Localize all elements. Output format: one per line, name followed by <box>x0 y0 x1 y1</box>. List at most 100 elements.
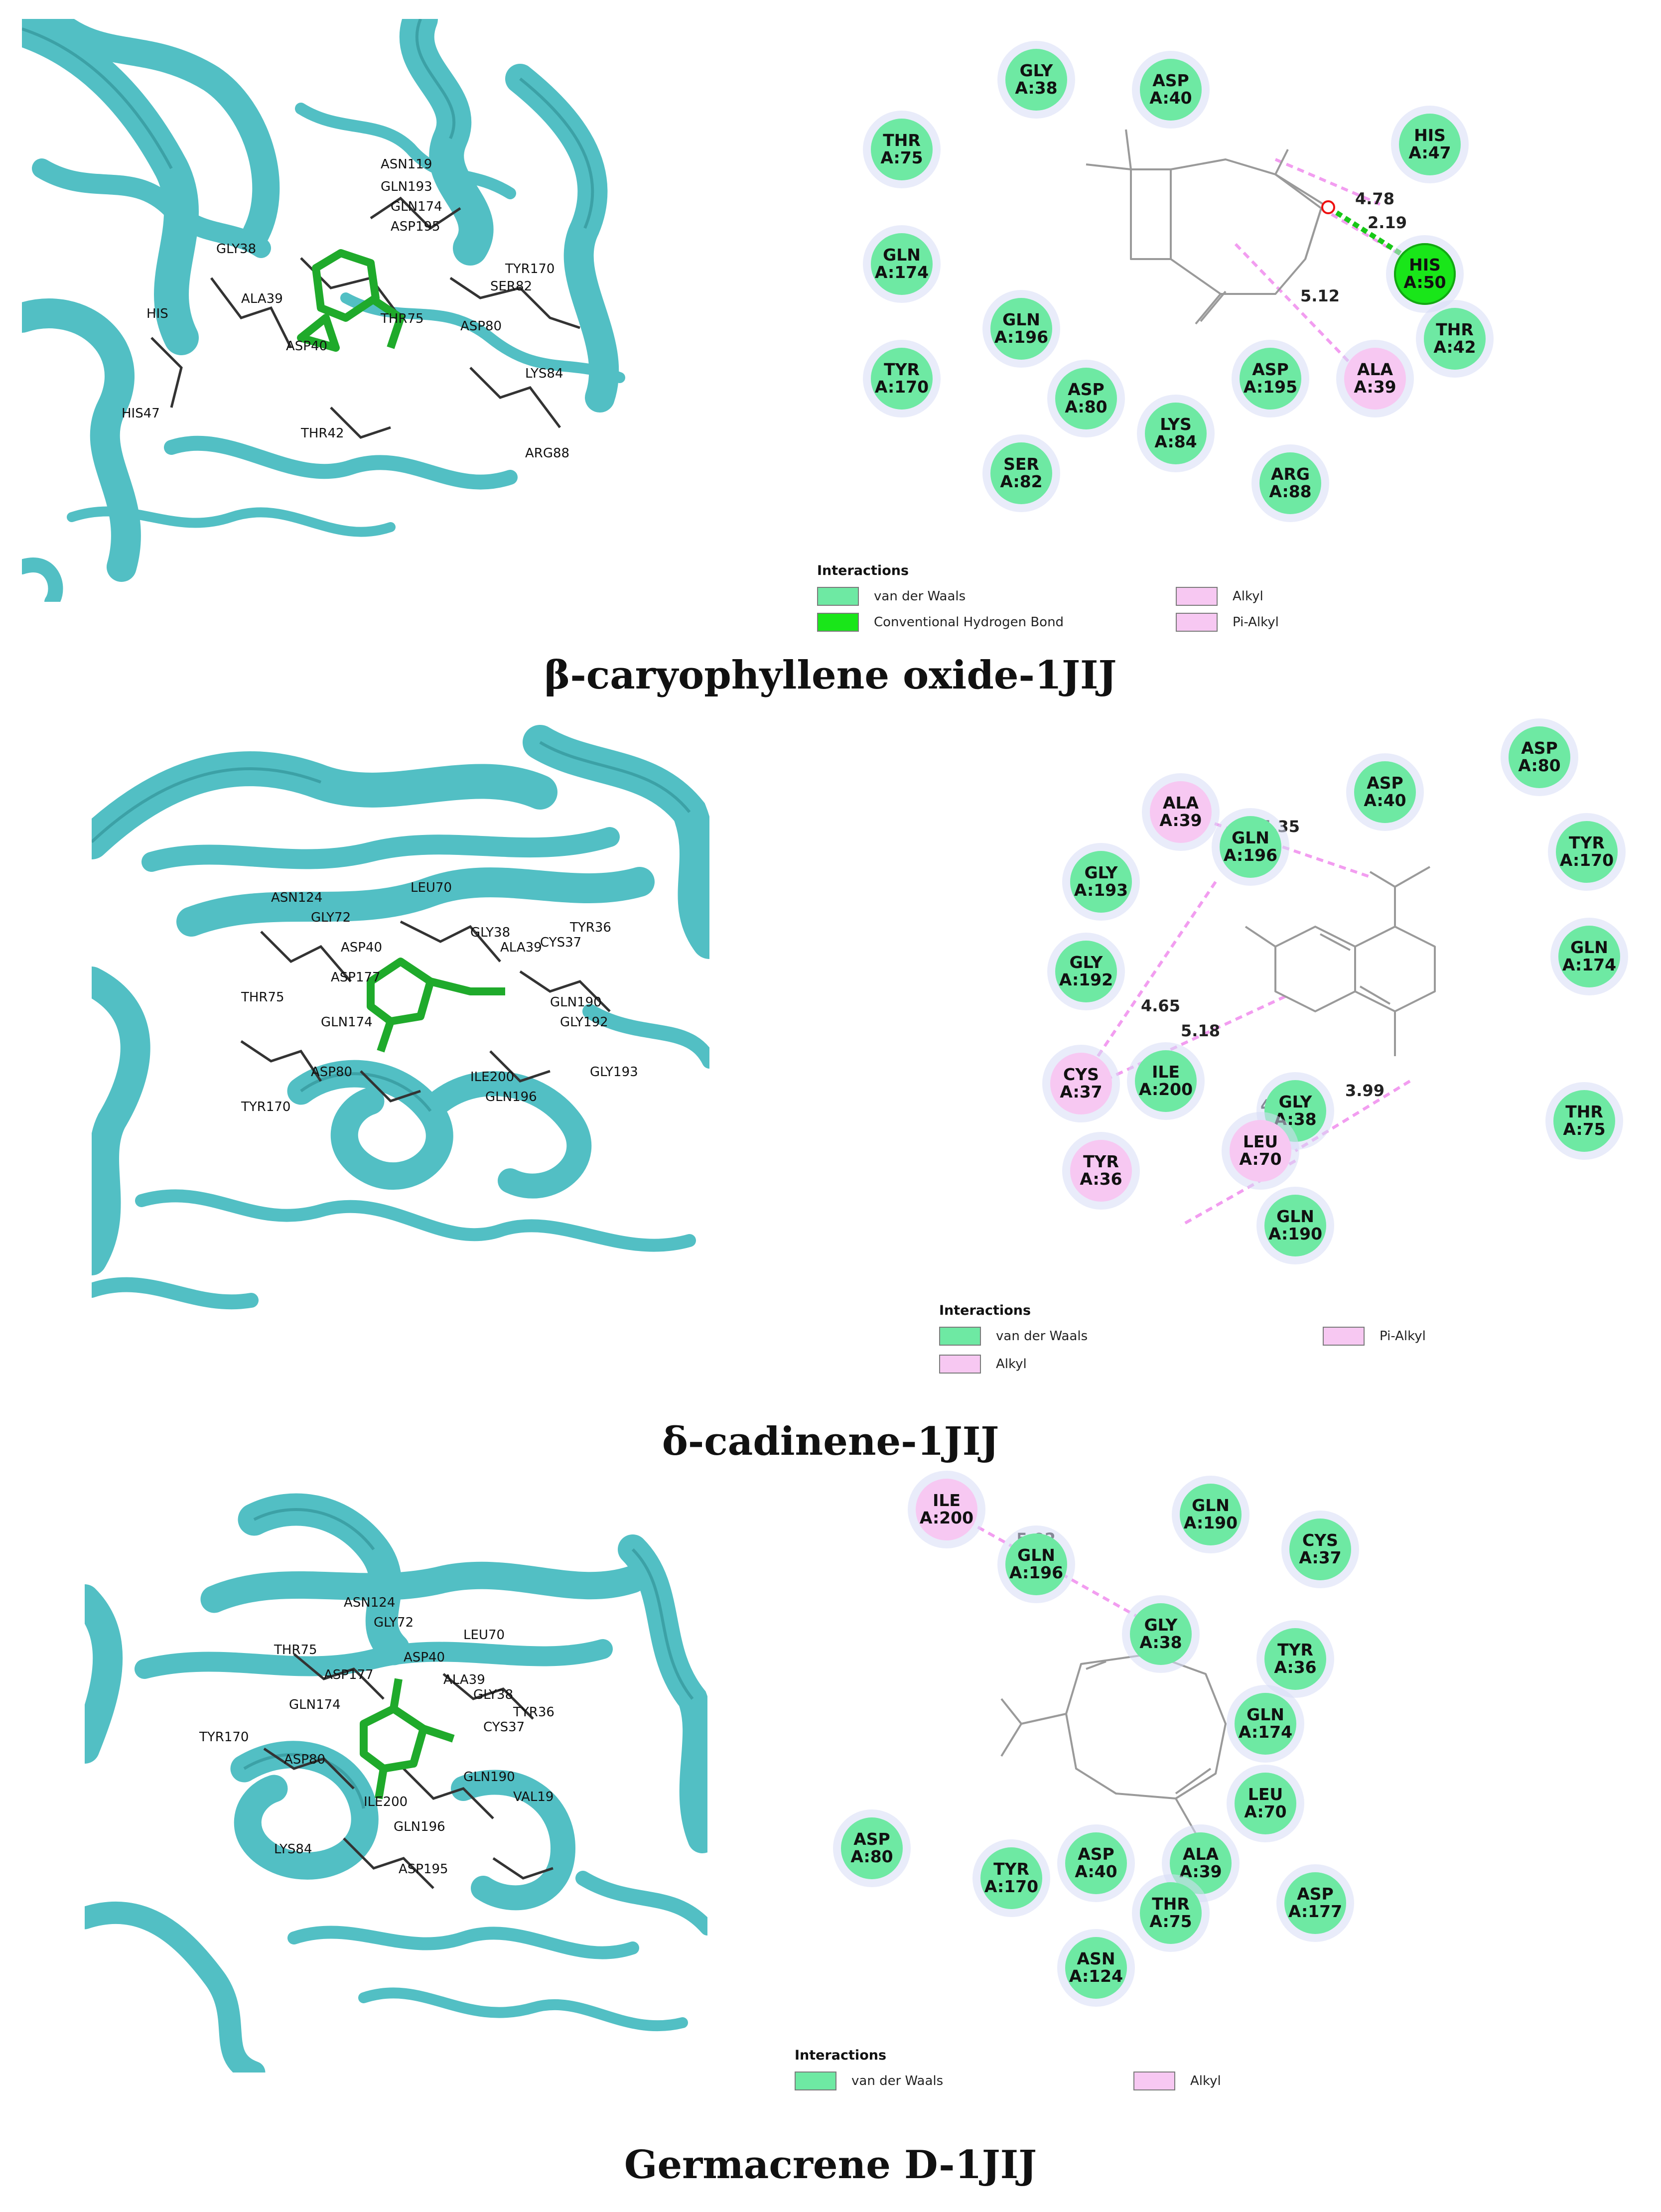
residue-name: THR <box>883 131 921 150</box>
residue-chain: A:36 <box>1080 1169 1122 1189</box>
svg-text:ALA39: ALA39 <box>500 940 542 955</box>
svg-text:GLY193: GLY193 <box>590 1065 638 1080</box>
residue-chain: A:40 <box>1075 1862 1117 1881</box>
residue-chain: A:36 <box>1274 1658 1317 1677</box>
ligand-2d-svg: 4.35 4.65 5.18 3.99 4.63 <box>1080 811 1436 1227</box>
residue-chain: A:75 <box>880 148 923 167</box>
residue-name: HIS <box>1414 126 1446 145</box>
svg-text:ASP177: ASP177 <box>324 1667 374 1682</box>
residue-name: ALA <box>1162 793 1199 813</box>
residue-chain: A:193 <box>1074 880 1128 900</box>
svg-text:GLN190: GLN190 <box>550 995 602 1010</box>
residue-chain: A:39 <box>1159 811 1202 830</box>
legend-3: Interactions van der Waals Alkyl <box>795 2048 1343 2097</box>
protein-3d-view-1: ASN119 GLN193 GLN174 ASP195 GLY38 ALA39 … <box>22 19 635 602</box>
residue-name: ILE <box>933 1491 961 1511</box>
residue-name: GLN <box>883 245 921 265</box>
residue-name: TYR <box>1569 833 1605 853</box>
legend-item-alkyl: Alkyl <box>1176 587 1263 606</box>
svg-text:GLN196: GLN196 <box>485 1090 537 1105</box>
residue-chain: A:75 <box>1149 1912 1192 1931</box>
swatch-vdw <box>817 587 859 606</box>
legend-item-vdw: van der Waals <box>795 2072 943 2090</box>
residue-name: ASN <box>1077 1949 1115 1969</box>
swatch-hbond <box>817 613 859 632</box>
residue-name: ASP <box>1297 1884 1334 1904</box>
residue-chain: A:174 <box>1562 955 1617 974</box>
svg-text:HIS47: HIS47 <box>122 406 160 421</box>
residue-chain: A:37 <box>1299 1548 1342 1567</box>
caption-panel-2: δ-cadinene-1JIJ <box>662 1419 999 1464</box>
residue-name: GLY <box>1019 61 1053 81</box>
interaction-diagram-2: 4.35 4.65 5.18 3.99 4.63 ASPA:80ASPA:40A… <box>1016 712 1661 1300</box>
swatch-pi-alkyl <box>1323 1327 1365 1346</box>
residue-name: ALA <box>1182 1844 1219 1864</box>
residue-chain: A:40 <box>1149 88 1192 108</box>
residue-chain: A:75 <box>1563 1119 1606 1139</box>
residue-chain: A:40 <box>1364 791 1406 810</box>
svg-text:LYS84: LYS84 <box>274 1842 312 1857</box>
svg-text:TYR36: TYR36 <box>513 1705 554 1720</box>
swatch-vdw <box>795 2072 836 2090</box>
legend-title: Interactions <box>939 1303 1031 1318</box>
residue-name: ASP <box>1078 1844 1114 1864</box>
svg-text:ASP80: ASP80 <box>284 1752 325 1767</box>
swatch-vdw <box>939 1327 981 1346</box>
residue-name: HIS <box>1409 255 1441 275</box>
protein-ribbon-render: ASN124 GLY72 LEU70 THR75 ASP40 ASP177 AL… <box>85 1490 707 2073</box>
residue-name: CYS <box>1302 1530 1338 1550</box>
residue-name: ASP <box>1068 380 1105 400</box>
distance-label: 4.78 <box>1355 189 1394 208</box>
residue-name: GLN <box>1570 938 1608 958</box>
residue-name: GLY <box>1278 1092 1312 1112</box>
svg-text:ASN124: ASN124 <box>344 1595 395 1610</box>
residue-name: LYS <box>1160 415 1192 434</box>
residue-chain: A:170 <box>874 377 929 397</box>
swatch-alkyl <box>1133 2072 1175 2090</box>
residue-chain: A:196 <box>1009 1563 1064 1582</box>
residue-chain: A:37 <box>1060 1082 1103 1102</box>
svg-text:ASP80: ASP80 <box>460 319 502 334</box>
residue-name: LEU <box>1247 1785 1283 1804</box>
residue-name: ASP <box>1252 360 1289 380</box>
swatch-alkyl <box>939 1355 981 1374</box>
svg-text:ASP40: ASP40 <box>404 1650 445 1665</box>
residue-chain: A:38 <box>1015 78 1058 98</box>
svg-text:ASP177: ASP177 <box>331 970 381 985</box>
residue-chain: A:38 <box>1274 1109 1317 1129</box>
residue-chain: A:170 <box>984 1877 1039 1896</box>
residue-chain: A:195 <box>1243 377 1298 397</box>
residue-name: GLY <box>1144 1615 1178 1635</box>
svg-text:GLY192: GLY192 <box>560 1015 608 1030</box>
legend-item-hbond: Conventional Hydrogen Bond <box>817 613 1064 632</box>
residue-name: GLN <box>1192 1496 1230 1516</box>
caption-panel-3: Germacrene D-1JIJ <box>624 2142 1037 2188</box>
residue-name: CYS <box>1063 1065 1099 1085</box>
residue-chain: A:70 <box>1239 1149 1282 1169</box>
svg-text:GLN174: GLN174 <box>391 199 442 214</box>
svg-text:ASP40: ASP40 <box>286 339 327 354</box>
svg-text:ASP40: ASP40 <box>341 940 382 955</box>
residue-chain: A:200 <box>919 1508 974 1527</box>
residue-chain: A:177 <box>1288 1902 1343 1921</box>
svg-text:LEU70: LEU70 <box>411 880 452 895</box>
legend-item-pi-alkyl: Pi-Alkyl <box>1176 613 1279 632</box>
residue-name: ASP <box>1152 71 1189 91</box>
